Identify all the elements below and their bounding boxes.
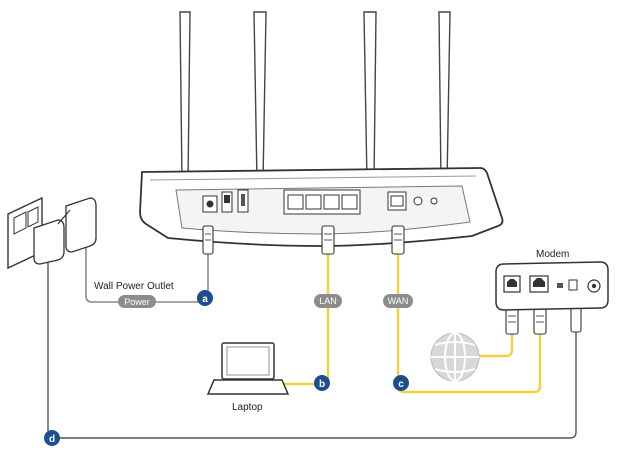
wan-cable-pill <box>383 294 413 308</box>
step-badge-d-text: d <box>49 434 55 445</box>
router <box>139 11 504 247</box>
ethernet-port-icon-2 <box>533 278 545 287</box>
router-reset-button <box>430 197 438 205</box>
antenna-1 <box>179 11 191 183</box>
modem-power-plug-icon <box>570 305 582 333</box>
laptop-base <box>206 379 290 395</box>
wall-outlet-socket-1 <box>13 211 27 235</box>
power-port-icon <box>206 200 214 208</box>
modem <box>495 261 609 311</box>
router-antennas <box>179 11 451 183</box>
step-badge-a: a <box>197 290 213 306</box>
wan-cable-label: WAN <box>388 296 409 306</box>
lan-port-1 <box>287 194 304 210</box>
wall-power-outlet <box>7 196 97 270</box>
step-badge-c-text: c <box>398 379 404 390</box>
usb-icon <box>241 194 245 206</box>
power-adapter-modem <box>33 219 65 265</box>
power-adapter-router <box>65 197 97 253</box>
power-cable-label: Power <box>124 297 150 307</box>
modem-wan-plug-icon <box>533 307 547 335</box>
lan-port-2 <box>305 194 322 210</box>
router-lan-ports <box>287 194 358 210</box>
modem-switch-icon <box>568 279 578 291</box>
connector-ridges <box>205 233 544 323</box>
modem-reset-icon <box>557 283 563 288</box>
power-switch-toggle-icon <box>224 195 230 203</box>
router-top-edge <box>149 175 477 181</box>
internet-globe-icon <box>430 332 480 382</box>
power-cable-pill <box>118 295 156 308</box>
step-badge-a-text: a <box>202 294 208 305</box>
step-badge-b-text: b <box>319 379 325 390</box>
antenna-4 <box>438 11 451 183</box>
ethernet-port-icon <box>507 279 517 287</box>
lan-cable <box>278 250 330 386</box>
wall-outlet-socket-2 <box>27 206 39 228</box>
laptop-label: Laptop <box>232 402 263 413</box>
wall-outlet-label: Wall Power Outlet <box>94 281 174 292</box>
modem-power-jack-pin <box>591 283 597 289</box>
antenna-3 <box>363 11 377 183</box>
lan-port-4 <box>341 194 358 210</box>
adapter-cord-link <box>57 209 71 225</box>
modem-label: Modem <box>536 249 569 260</box>
antenna-2 <box>253 11 267 183</box>
step-badge-d: d <box>44 430 60 446</box>
laptop-display <box>226 346 270 376</box>
step-badge-b: b <box>314 375 330 391</box>
modem-body <box>495 261 609 311</box>
modem-internet-plug-icon <box>505 307 519 335</box>
internet-cable <box>478 334 514 358</box>
router-wps-button <box>413 196 423 206</box>
step-badge-c: c <box>393 375 409 391</box>
lan-port-3 <box>323 194 340 210</box>
wan-port-inner-icon <box>390 195 404 207</box>
lan-cable-pill <box>314 294 342 308</box>
lan-cable-label: LAN <box>319 296 337 306</box>
laptop <box>206 342 290 395</box>
